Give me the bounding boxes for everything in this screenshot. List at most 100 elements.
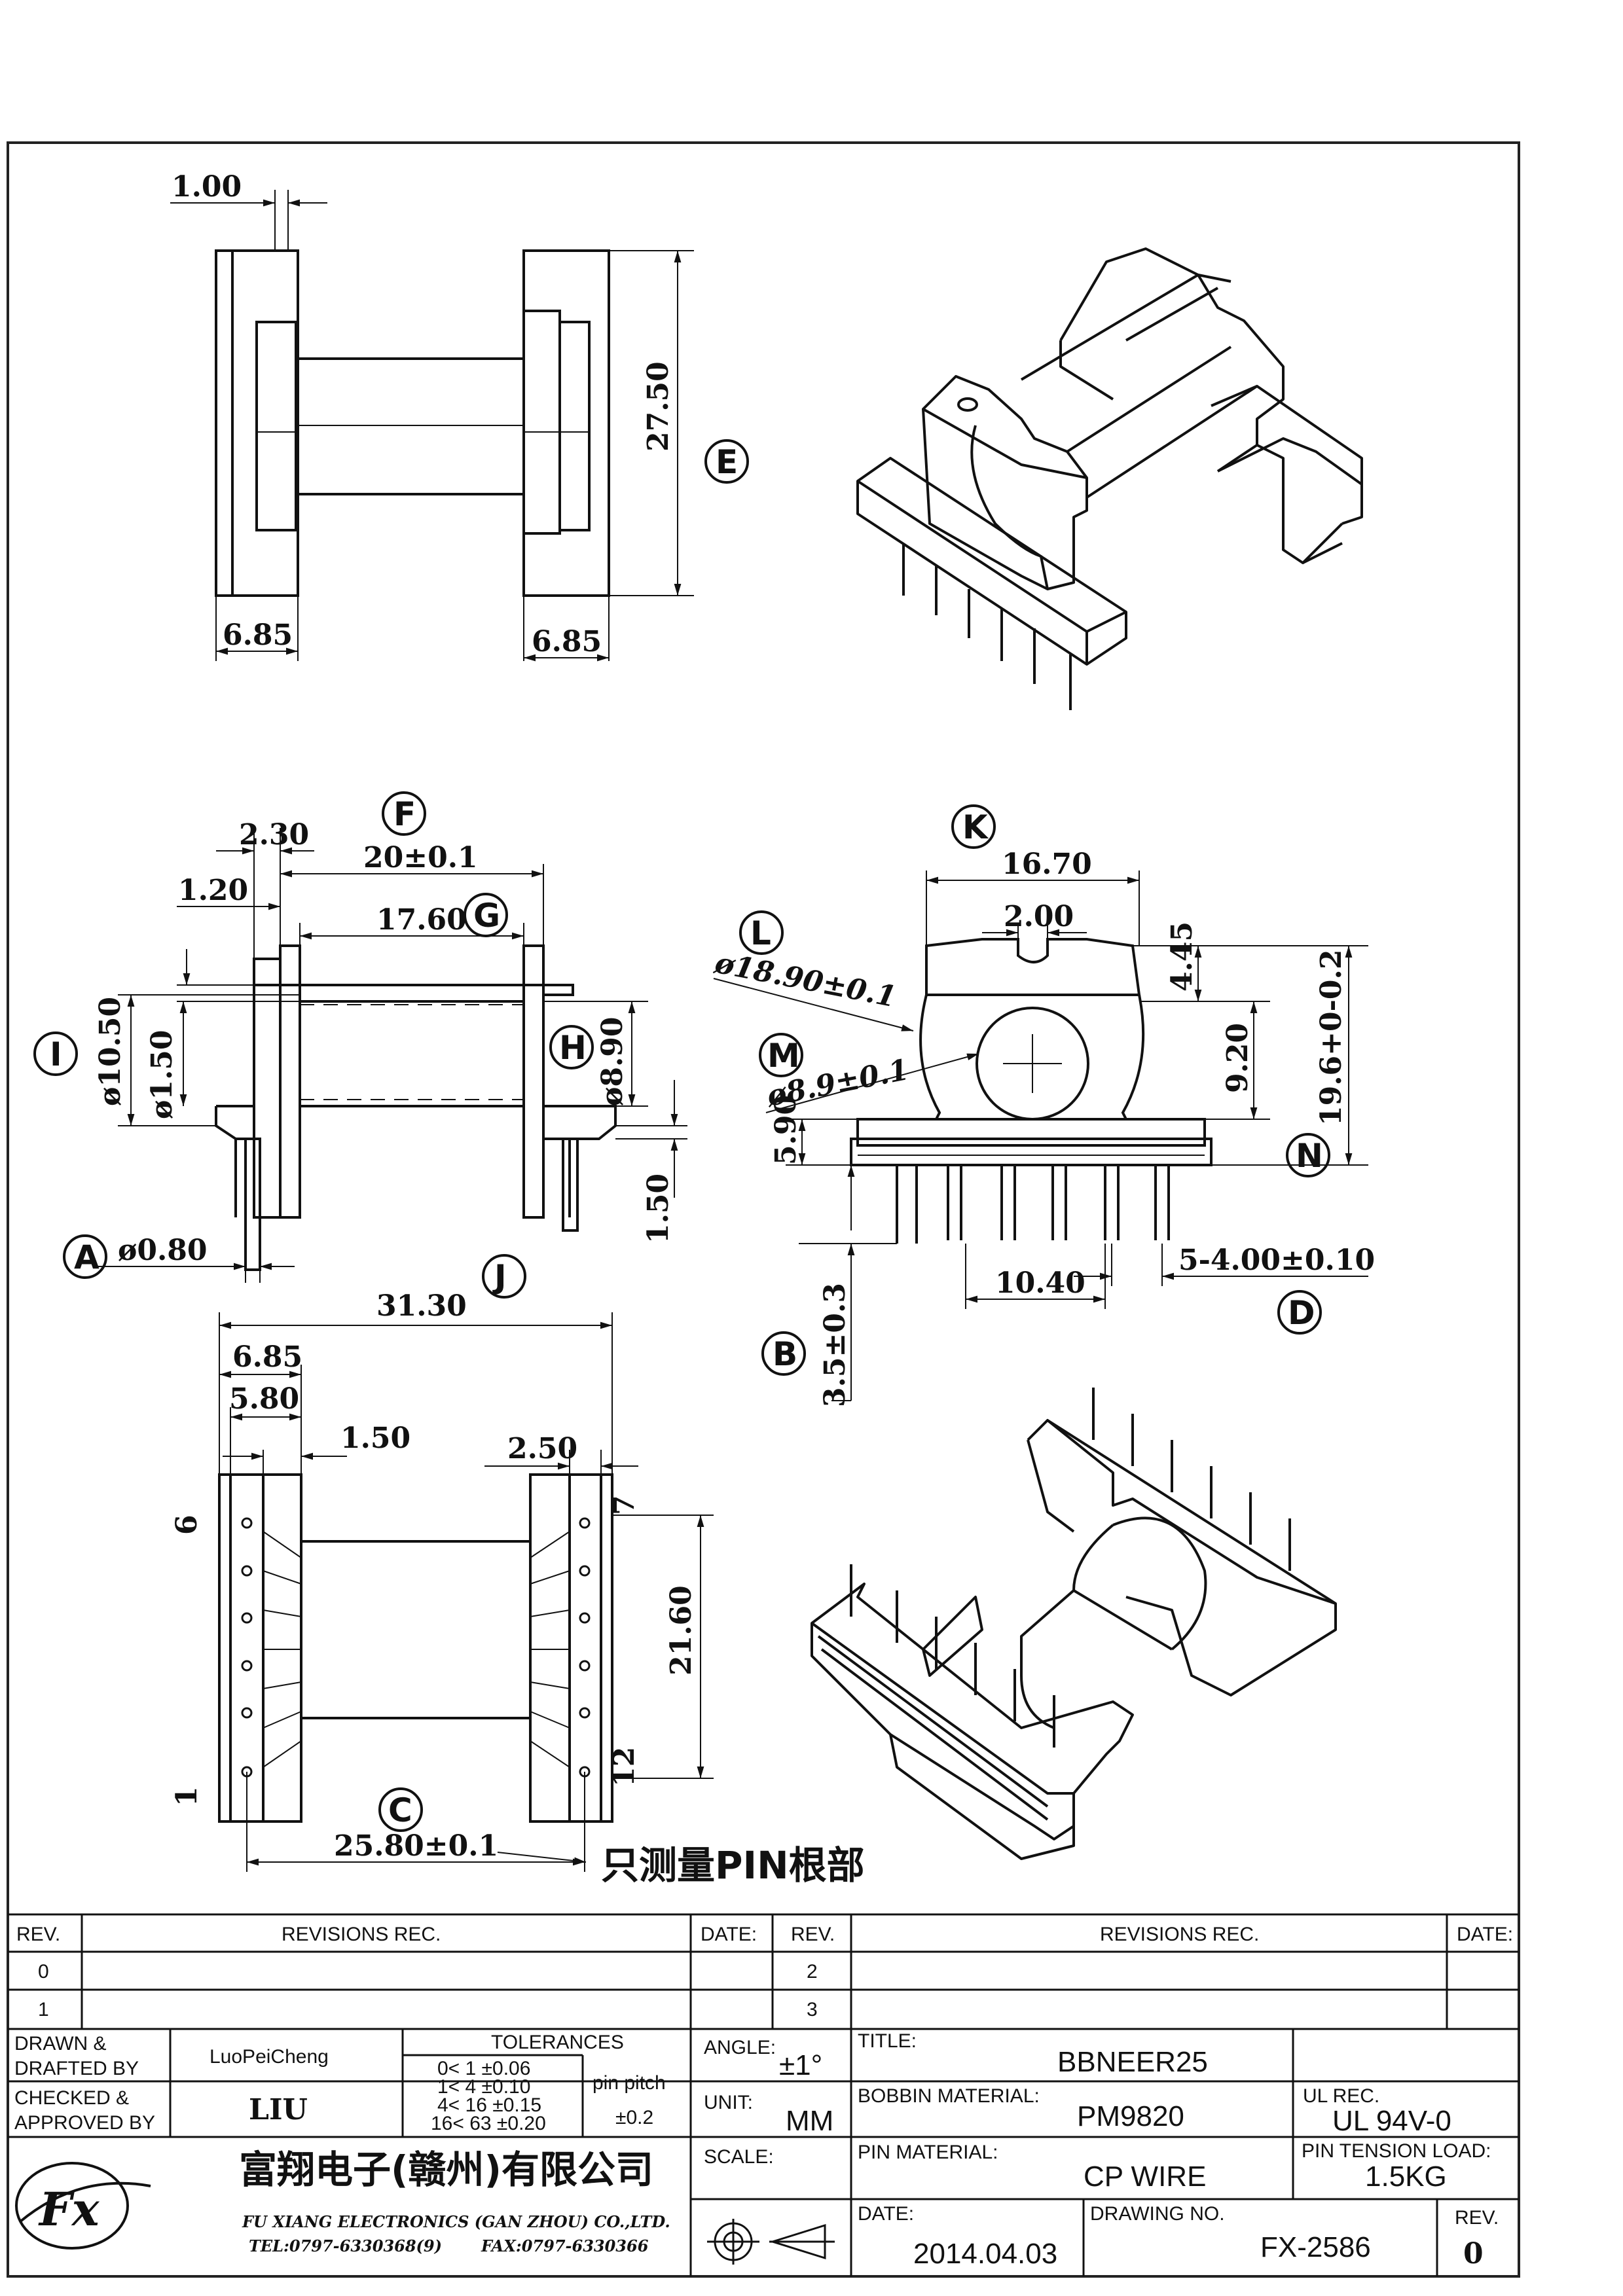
view-k-dims xyxy=(713,870,1368,1401)
measure-note: 只测量PIN根部 xyxy=(601,1843,865,1888)
pin-tension-label: PIN TENSION LOAD: xyxy=(1302,2140,1491,2162)
ul-rec-value: UL 94V-0 xyxy=(1332,2105,1451,2137)
label-i: I xyxy=(33,1031,78,1076)
pin-pitch-value: ±0.2 xyxy=(615,2107,653,2128)
tolerance-row-2: 4< 16 ±0.15 xyxy=(437,2094,541,2116)
svg-text:M: M xyxy=(767,1037,800,1075)
svg-text:C: C xyxy=(388,1791,412,1829)
dim-e-1: 1.00 xyxy=(172,170,242,204)
unit-value: MM xyxy=(786,2105,833,2137)
label-k: K xyxy=(951,804,996,849)
dim-f-20: 20±0.1 xyxy=(363,841,478,874)
label-h: H xyxy=(549,1025,594,1069)
dim-k-4-45: 4.45 xyxy=(1165,922,1199,992)
dim-j-31-30: 31.30 xyxy=(376,1289,467,1323)
pin-12: 12 xyxy=(608,1747,641,1787)
label-m: M xyxy=(759,1033,803,1077)
rev-row-1: 1 xyxy=(38,1999,49,2020)
label-l: L xyxy=(739,910,784,955)
pin-material-label: PIN MATERIAL: xyxy=(858,2142,998,2163)
dim-j-6-85: 6.85 xyxy=(232,1340,302,1374)
dim-k-9-20: 9.20 xyxy=(1221,1023,1254,1093)
dim-j-1-50: 1.50 xyxy=(340,1422,410,1455)
svg-text:A: A xyxy=(74,1238,100,1276)
dim-k-16-70: 16.70 xyxy=(1002,848,1092,881)
view-e-dims xyxy=(170,190,694,662)
dim-k-l: ø18.90±0.1 xyxy=(711,946,899,1014)
pin-6: 6 xyxy=(170,1515,204,1535)
label-b: B xyxy=(761,1331,806,1376)
svg-text:G: G xyxy=(473,897,500,935)
svg-text:L: L xyxy=(750,914,771,952)
pin-7: 7 xyxy=(608,1495,641,1515)
dim-k-d: 5-4.00±0.10 xyxy=(1178,1244,1375,1277)
label-e: E xyxy=(704,439,749,484)
svg-text:J: J xyxy=(492,1258,507,1296)
svg-text:N: N xyxy=(1296,1137,1323,1175)
dim-f-g: 17.60 xyxy=(376,903,467,937)
dim-j-2-50: 2.50 xyxy=(507,1432,577,1465)
view-k-front xyxy=(850,938,1213,1244)
label-d: D xyxy=(1277,1290,1322,1335)
label-f: F xyxy=(382,791,426,836)
projection-symbol xyxy=(707,2219,835,2265)
svg-text:E: E xyxy=(716,443,738,481)
title-value: BBNEER25 xyxy=(1057,2046,1208,2078)
svg-text:K: K xyxy=(962,808,989,846)
dim-f-a: ø0.80 xyxy=(118,1234,208,1267)
company-name-en: FU XIANG ELECTRONICS (GAN ZHOU) CO.,LTD. xyxy=(242,2212,670,2231)
drawn-label: DRAWN & xyxy=(14,2033,107,2054)
dim-e-2: 27.50 xyxy=(642,361,675,452)
rev-value: 0 xyxy=(1463,2237,1484,2270)
revisions-header-left: REVISIONS REC. xyxy=(282,1924,441,1945)
dim-f-1-50-phi: ø1.50 xyxy=(145,1030,179,1119)
dim-f-2-30: 2.30 xyxy=(239,818,309,852)
title-label: TITLE: xyxy=(858,2030,917,2052)
rev-header-right: REV. xyxy=(791,1924,835,1945)
angle-value: ±1° xyxy=(779,2049,822,2081)
dim-k-2-00: 2.00 xyxy=(1004,900,1074,933)
svg-text:H: H xyxy=(559,1029,587,1067)
company-fax: FAX:0797-6330366 xyxy=(481,2236,649,2255)
view-f-side xyxy=(215,944,617,1271)
company-logo: Fx xyxy=(15,2162,151,2250)
svg-text:Fx: Fx xyxy=(38,2182,100,2236)
pin-tension-value: 1.5KG xyxy=(1365,2161,1447,2193)
label-a: A xyxy=(63,1234,107,1279)
dim-f-h: ø8.90 xyxy=(596,1016,629,1106)
bobbin-material-label: BOBBIN MATERIAL: xyxy=(858,2085,1040,2107)
svg-text:D: D xyxy=(1288,1294,1315,1332)
unit-label: UNIT: xyxy=(704,2092,753,2113)
revisions-header-right: REVISIONS REC. xyxy=(1100,1924,1259,1945)
drawing-no-label: DRAWING NO. xyxy=(1090,2203,1225,2225)
tolerance-row-3: 16< 63 ±0.20 xyxy=(431,2113,546,2134)
pin-pitch-label: pin pitch xyxy=(593,2072,666,2094)
tolerance-row-1: 1< 4 ±0.10 xyxy=(437,2076,530,2098)
outer-border xyxy=(7,141,1520,2278)
company-tel: TEL:0797-6330368(9) xyxy=(249,2236,442,2255)
checked-label: CHECKED & xyxy=(14,2087,129,2109)
tolerance-row-0: 0< 1 ±0.06 xyxy=(437,2058,530,2079)
rev-row-0: 0 xyxy=(38,1961,49,1982)
isometric-view-top xyxy=(856,247,1363,710)
drawing-no-value: FX-2586 xyxy=(1260,2231,1371,2263)
svg-text:I: I xyxy=(50,1035,62,1073)
bobbin-material-value: PM9820 xyxy=(1077,2100,1184,2132)
dim-k-5-90: 5.90 xyxy=(769,1095,803,1165)
approved-label: APPROVED BY xyxy=(14,2112,155,2134)
dim-j-c: 25.80±0.1 xyxy=(334,1829,498,1863)
rev-label: REV. xyxy=(1455,2207,1499,2229)
view-e-top xyxy=(215,249,610,597)
svg-text:B: B xyxy=(773,1335,797,1373)
svg-text:F: F xyxy=(393,795,416,833)
pin-material-value: CP WIRE xyxy=(1084,2161,1206,2193)
pin-1: 1 xyxy=(170,1786,204,1806)
scale-label: SCALE: xyxy=(704,2146,774,2168)
title-block-grid xyxy=(8,1913,1519,2276)
date-header-right: DATE: xyxy=(1457,1924,1513,1945)
company-name-cn: 富翔电子(赣州)有限公司 xyxy=(239,2147,653,2192)
dim-f-10-50: ø10.50 xyxy=(94,997,127,1106)
label-n: N xyxy=(1286,1133,1330,1177)
date-value: 2014.04.03 xyxy=(913,2238,1057,2270)
